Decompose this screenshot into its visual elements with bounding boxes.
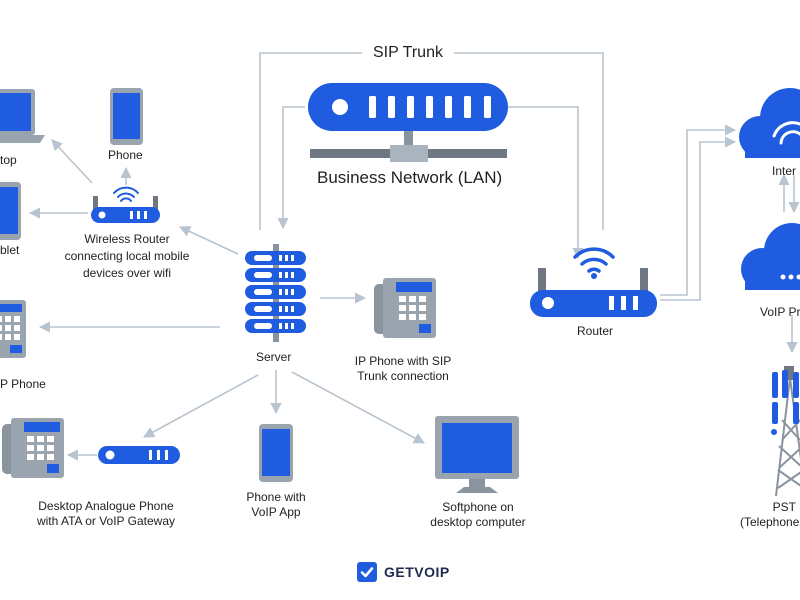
wireless-router-label-line-3: devices over wifi [82,266,172,280]
wireless-router-icon [91,186,160,223]
ip-phone-sip-label: IP Phone with SIP Trunk connection [345,354,461,384]
phone-voip-app-label: Phone with VoIP App [236,490,316,520]
ip-phone-sip-label-line-1: IP Phone with SIP [354,354,452,368]
pstn-label: PST (Telephone [740,500,800,530]
pstn-label-line-2: (Telephone [740,515,800,529]
softphone-label: Softphone on desktop computer [420,500,536,530]
pstn-tower-icon [771,366,800,497]
ip-phone-left-label: P Phone [0,377,46,391]
sip-trunk-label: SIP Trunk [373,44,443,61]
ata-gateway-icon [98,446,180,464]
ip-phone-left-icon [0,300,26,358]
voip-provider-cloud-icon [741,223,800,290]
ip-phone-sip-label-line-2: Trunk connection [357,369,449,383]
analogue-phone-label: Desktop Analogue Phone with ATA or VoIP … [18,499,194,529]
router-label: Router [577,324,614,338]
server-icon [245,244,306,342]
softphone-label-line-1: Softphone on [442,500,514,514]
business-network-label: Business Network (LAN) [317,168,503,187]
analogue-phone-label-line-2: with ATA or VoIP Gateway [36,514,176,528]
desktop-computer-icon [435,416,519,493]
analogue-phone-label-line-1: Desktop Analogue Phone [38,499,174,513]
router-to-internet-line-1 [660,124,737,296]
wireless-router-label: Wireless Router connecting local mobile … [62,232,192,281]
getvoip-logo: GETVOIP [357,562,450,582]
softphone-label-line-2: desktop computer [430,515,526,529]
internet-cloud-icon [739,88,800,158]
analogue-phone-icon [2,418,64,478]
lan-to-server-arrow [277,106,305,230]
server-to-ata-arrow [143,374,259,438]
phone-voip-app-label-line-1: Phone with [246,490,306,504]
lan-to-router-arrow [508,106,584,260]
server-to-wireless-router-arrow [178,226,239,255]
server-label: Server [256,350,292,364]
tablet-label: blet [0,243,20,257]
router-to-internet-line-2 [660,136,737,301]
brand-name: GETVOIP [384,564,450,580]
laptop-label: top [0,153,17,167]
wireless-router-label-line-1: Wireless Router [84,232,170,246]
phone-voip-app-label-line-2: VoIP App [251,505,301,519]
sip-trunk-line [259,52,604,230]
wireless-router-label-line-2: connecting local mobile [64,249,190,263]
server-to-softphone-arrow [291,371,425,444]
phone-voip-app-icon [259,424,293,482]
tablet-icon [0,182,21,240]
voip-provider-label: VoIP Pr [760,305,800,319]
check-icon [357,562,377,582]
internet-label: Inter [772,164,797,178]
wireless-to-laptop-arrow [51,139,93,184]
router-icon [530,247,657,317]
phone-label: Phone [108,148,143,162]
laptop-icon [0,89,45,143]
lan-switch-icon [308,83,508,162]
pstn-label-line-1: PST [772,500,796,514]
ip-phone-sip-icon [374,278,436,338]
phone-icon [110,88,143,145]
